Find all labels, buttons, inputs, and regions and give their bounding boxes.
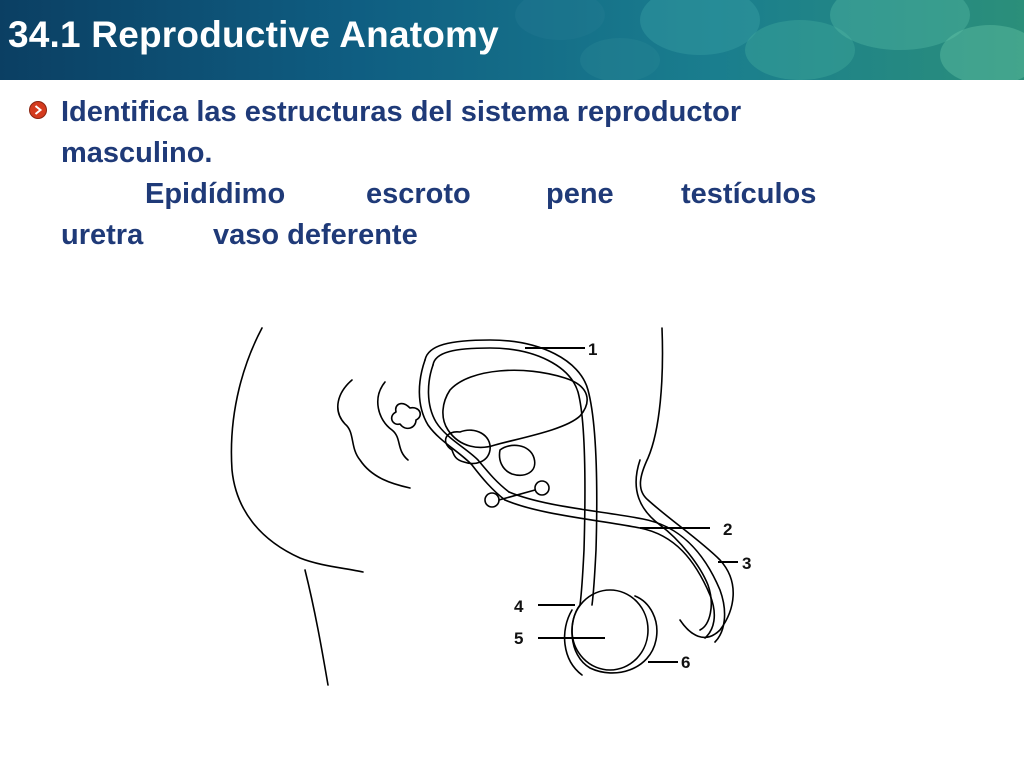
vas-deferens-outer: [424, 339, 598, 606]
bullet-arrow-icon: [29, 101, 47, 119]
scrotum-outline: [571, 595, 658, 674]
penis-inner-outline: [635, 459, 712, 631]
prostate-right-lobe: [498, 444, 536, 476]
epididymis: [563, 609, 583, 676]
vas-deferens-inner: [432, 347, 586, 606]
title-banner: 34.1 Reproductive Anatomy: [0, 0, 1024, 80]
word-bank-item: pene: [546, 178, 614, 210]
abdomen-penis-outline: [639, 327, 734, 639]
bladder: [442, 369, 588, 449]
male-reproductive-system-diagram: 1 2 3 4 5 6: [230, 327, 751, 686]
bulbourethral-gland: [484, 492, 500, 508]
urethra-outer: [504, 499, 716, 639]
label-3: 3: [742, 554, 751, 573]
word-bank-item: escroto: [366, 178, 471, 210]
word-bank-item: uretra: [61, 219, 144, 251]
urethra-inner: [508, 491, 726, 643]
back-outline: [230, 327, 364, 573]
word-bank-item: testículos: [681, 178, 817, 210]
testis: [571, 589, 649, 671]
word-bank-item: Epidídimo: [145, 178, 286, 210]
instruction-text: Identifica las estructuras del sistema r…: [61, 96, 742, 169]
cell-texture-background: [515, 0, 1024, 80]
bulbourethral-gland-right: [534, 480, 550, 496]
word-bank-item: vaso deferente: [213, 219, 418, 251]
slide-title: 34.1 Reproductive Anatomy: [8, 14, 499, 55]
label-4: 4: [514, 597, 524, 616]
prostate: [444, 429, 491, 465]
label-2: 2: [723, 520, 732, 539]
vas-deferens-left-inner: [427, 364, 510, 493]
rectum-outline: [337, 379, 411, 489]
label-1: 1: [588, 340, 597, 359]
label-6: 6: [681, 653, 690, 672]
label-5: 5: [514, 629, 523, 648]
rectum-inner: [377, 381, 409, 461]
seminal-vesicle: [390, 402, 422, 430]
leg-outline: [304, 569, 329, 686]
